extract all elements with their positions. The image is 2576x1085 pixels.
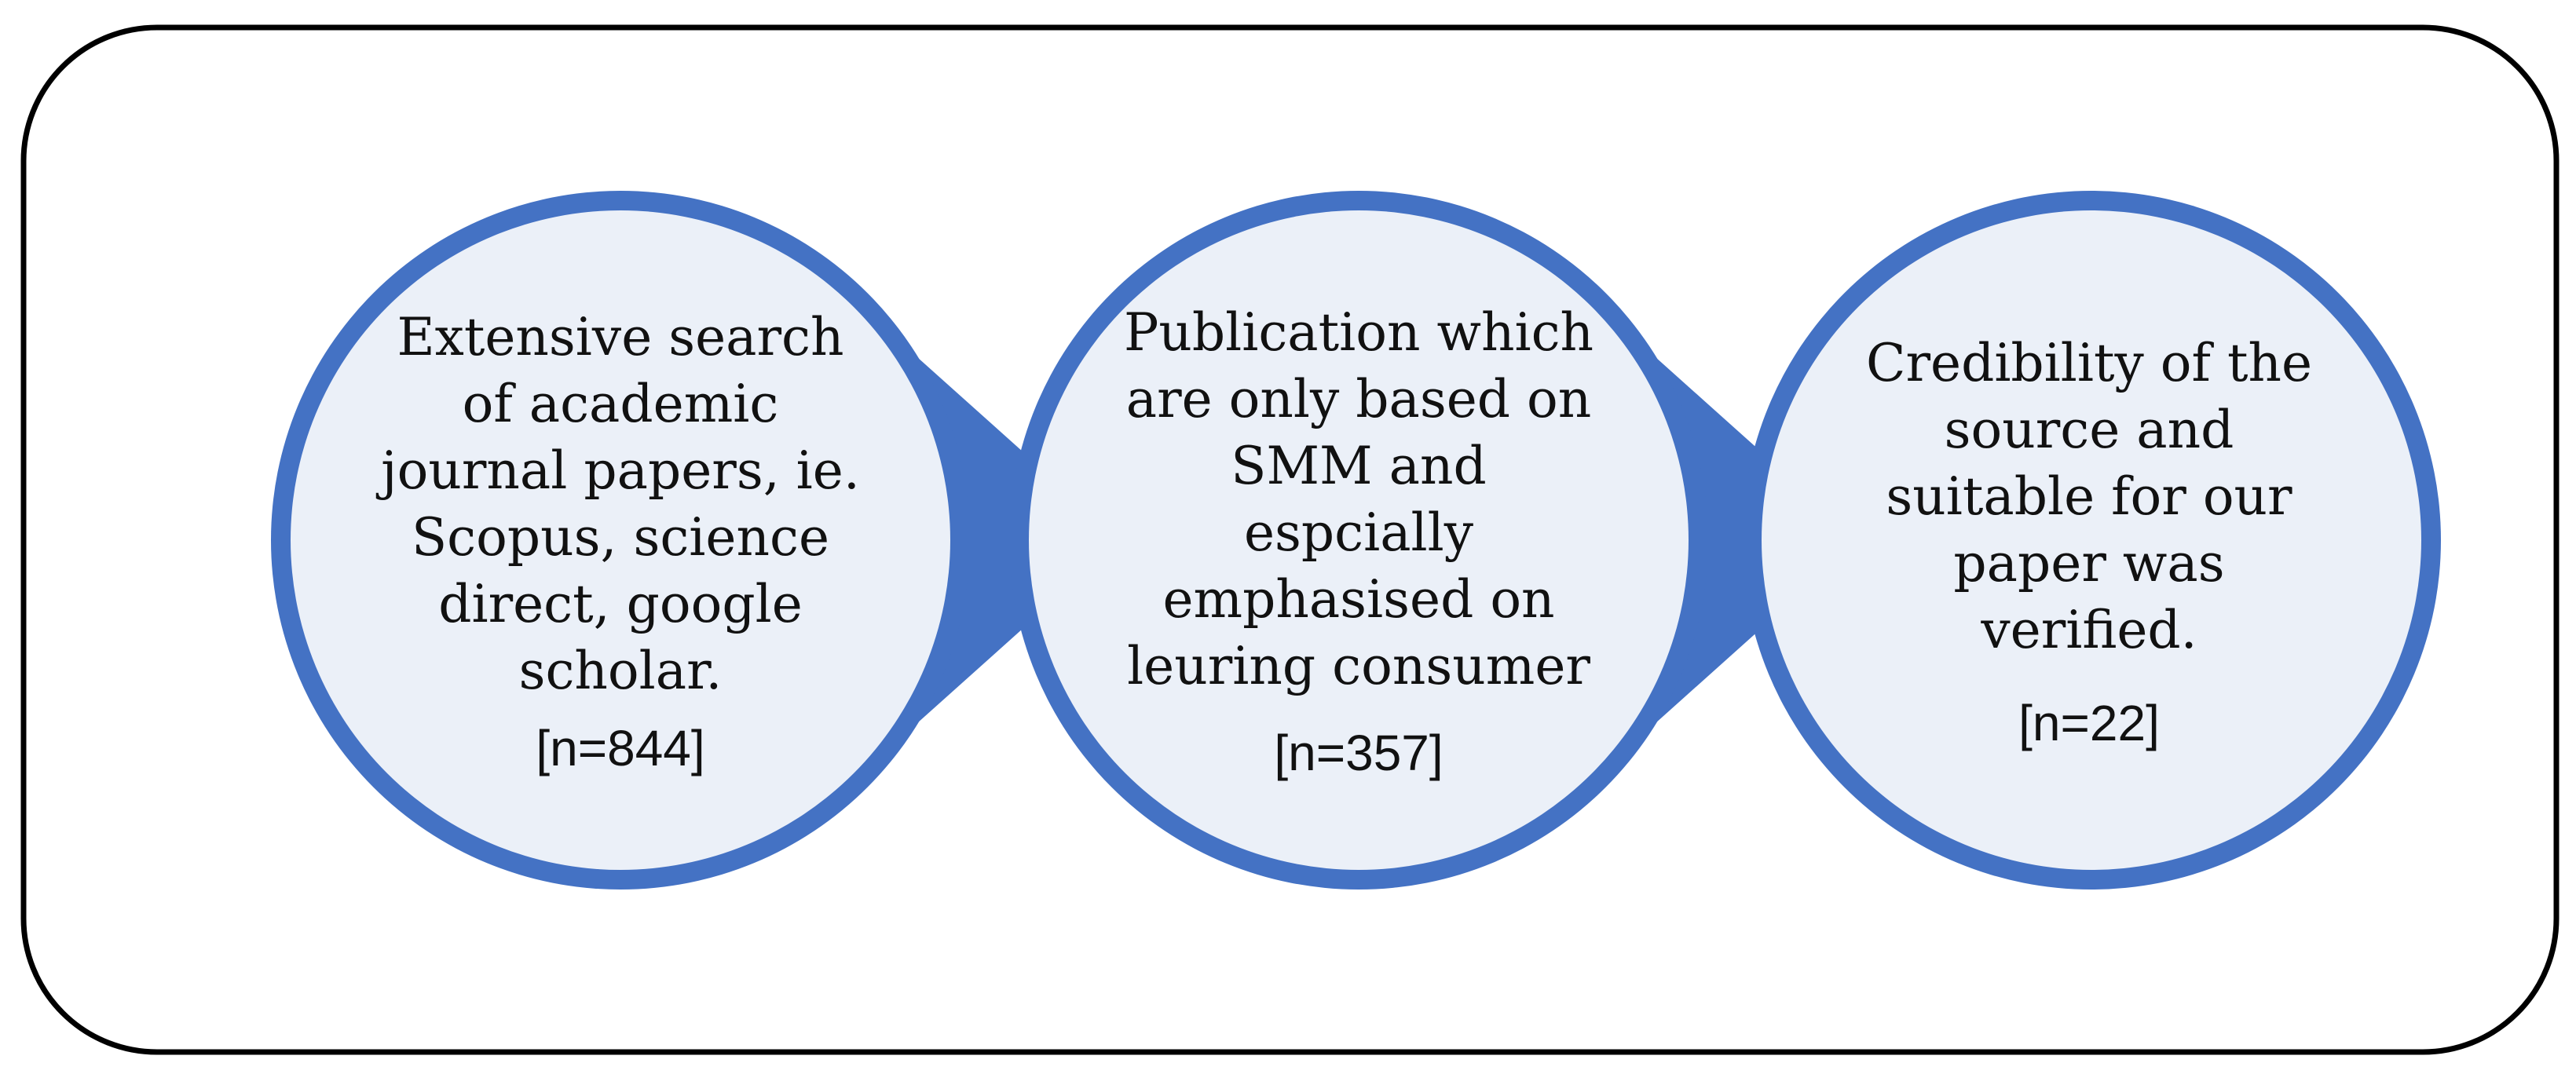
step-3-count: [n=22] bbox=[2018, 694, 2160, 751]
step-1-count: [n=844] bbox=[536, 720, 705, 776]
step-2-count: [n=357] bbox=[1274, 725, 1444, 781]
step-3-fill bbox=[1762, 210, 2421, 870]
step-3-shape bbox=[1742, 191, 2441, 890]
step-1-fill bbox=[291, 210, 950, 870]
step-1-text-block: Extensive search of academic journal pap… bbox=[346, 283, 895, 801]
step-1-description: Extensive search of academic journal pap… bbox=[381, 307, 860, 701]
step-1-shape bbox=[271, 191, 1122, 890]
step-2-text-block: Publication which are only based on SMM … bbox=[1084, 283, 1634, 801]
step-2-description: Publication which are only based on SMM … bbox=[1123, 302, 1594, 696]
step-2-shape bbox=[1009, 191, 1860, 890]
step-2-fill bbox=[1029, 210, 1689, 870]
step-3-description: Credibility of the source and suitable f… bbox=[1865, 332, 2313, 660]
step-3-text-block: Credibility of the source and suitable f… bbox=[1806, 290, 2372, 793]
